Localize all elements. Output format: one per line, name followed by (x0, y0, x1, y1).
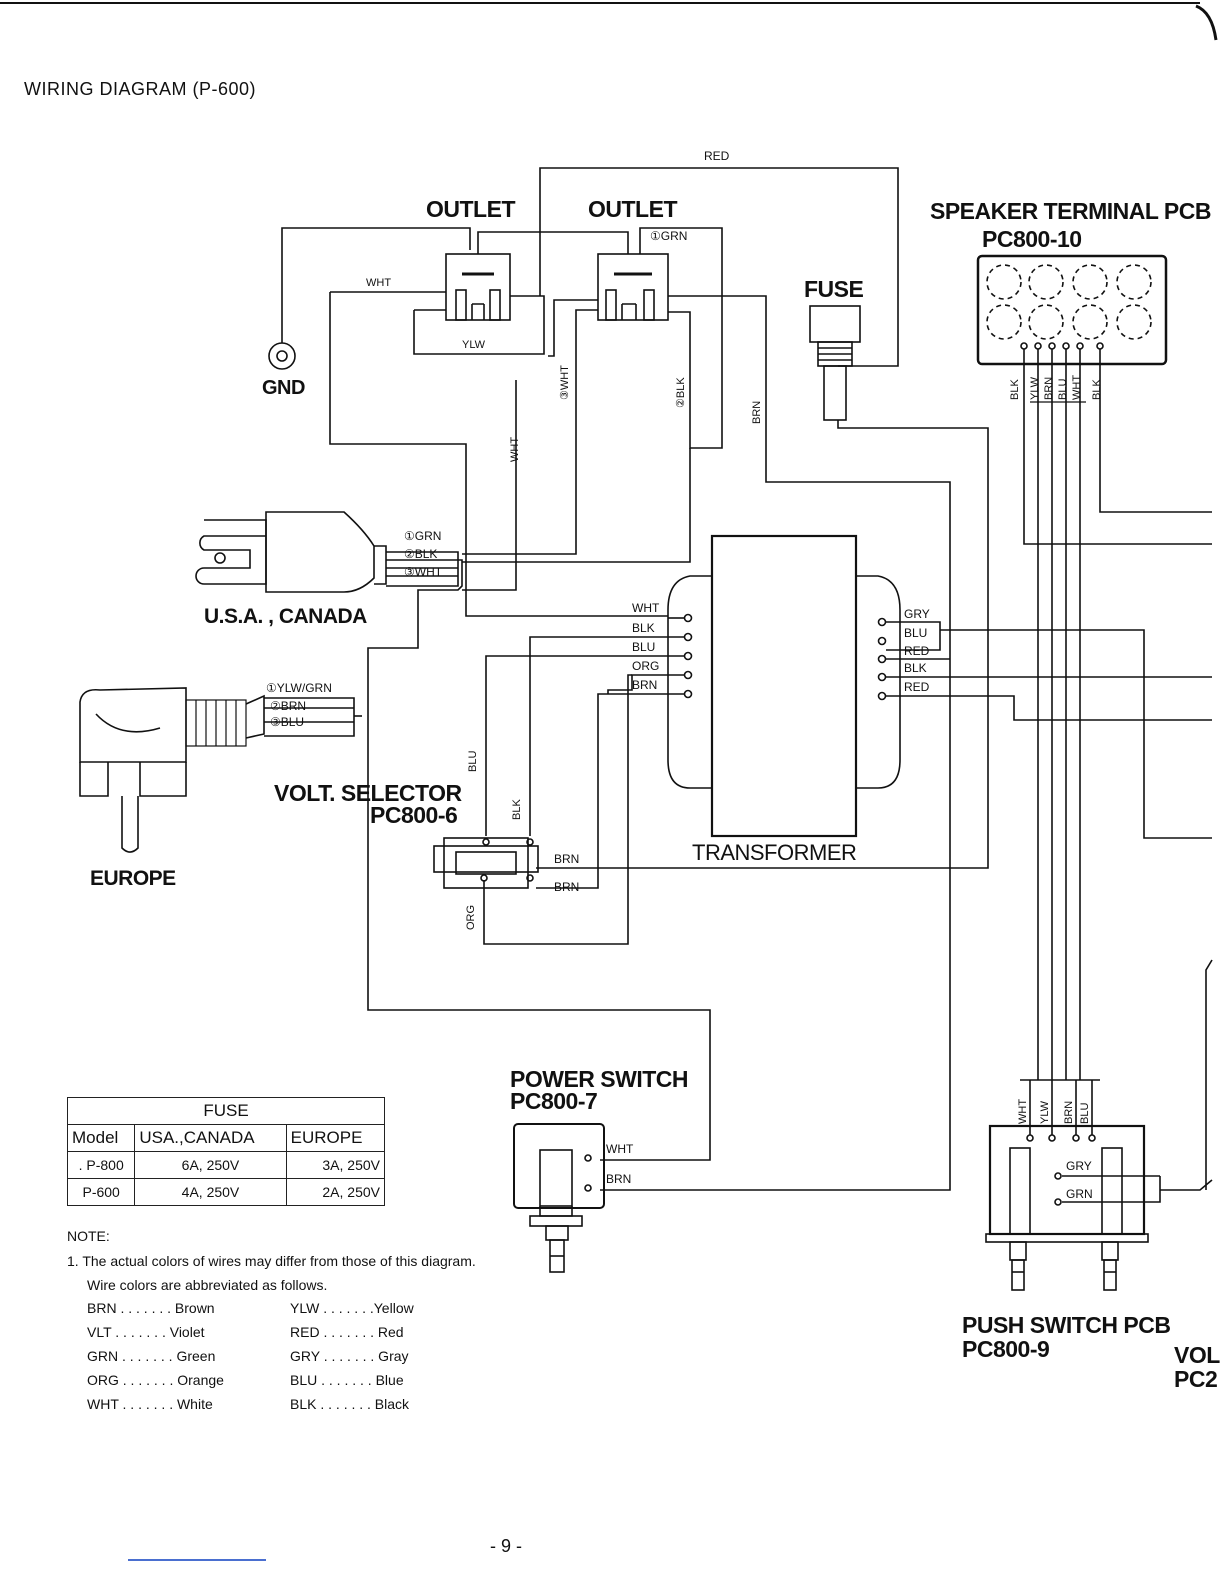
wire-label-wht3: ③WHT (559, 365, 571, 400)
wire-label-sp-blk1: BLK (1009, 379, 1021, 400)
wire-label-ps-brn: BRN (606, 1172, 632, 1186)
wire-label-vs-blk: BLK (511, 799, 523, 820)
power-switch-label: POWER SWITCH (510, 1066, 689, 1092)
wire-label-ts-gry: GRY (904, 607, 930, 621)
abbr-item: RED . . . . . . . Red (290, 1324, 404, 1340)
wire-label-tp-org: ORG (632, 659, 660, 673)
speaker-terminal-label: SPEAKER TERMINAL PCB (930, 198, 1211, 224)
abbr-item: WHT . . . . . . . White (87, 1396, 213, 1412)
wire-label-push-wht: WHT (1017, 1098, 1029, 1124)
fuse-table-header: EUROPE (285, 1124, 386, 1152)
wire-label-ylw-outlet: YLW (462, 339, 486, 351)
wire-label-usa-blk: ②BLK (404, 547, 438, 561)
fuse-table-cell: 2A, 250V (285, 1178, 386, 1206)
wire-label-usa-wht: ③WHT (404, 565, 443, 579)
wire-label-ts-red1: RED (904, 644, 930, 658)
pc-cut-label: PC2 (1174, 1366, 1218, 1392)
volt-selector-label: VOLT. SELECTOR (274, 780, 462, 806)
fuse-table-header: USA.,CANADA (134, 1124, 287, 1152)
wire-label-tp-wht: WHT (632, 601, 660, 615)
abbr-item: BLU . . . . . . . Blue (290, 1372, 404, 1388)
wire-label-sp-ylw: YLW (1029, 376, 1041, 400)
fuse-table-title: FUSE (67, 1097, 385, 1125)
power-switch-code: PC800-7 (510, 1088, 598, 1114)
wire-label-sp-wht: WHT (1071, 374, 1083, 400)
abbr-item: GRN . . . . . . . Green (87, 1348, 216, 1364)
fuse-table-cell: 6A, 250V (134, 1151, 287, 1179)
transformer-label: TRANSFORMER (692, 840, 857, 865)
abbr-item: GRY . . . . . . . Gray (290, 1348, 409, 1364)
wire-label-vs-brn2: BRN (554, 880, 580, 894)
wire-label-eu-blu: ③BLU (270, 715, 305, 729)
wire-label-ps-wht: WHT (606, 1142, 634, 1156)
wire-label-push-grn: GRN (1066, 1187, 1093, 1201)
fuse-table-cell: P-600 (66, 1178, 136, 1206)
speaker-terminal-code: PC800-10 (982, 226, 1082, 252)
wire-label-push-gry: GRY (1066, 1159, 1092, 1173)
note-line-1: 1. The actual colors of wires may differ… (67, 1253, 476, 1269)
wire-label-tp-blk: BLK (632, 621, 655, 635)
wire-label-tp-brn: BRN (632, 678, 658, 692)
note-line-2: Wire colors are abbreviated as follows. (87, 1277, 328, 1293)
fuse-table: FUSE Model USA.,CANADA EUROPE . P-800 6A… (66, 1097, 386, 1206)
abbr-item: YLW . . . . . . .Yellow (290, 1300, 414, 1316)
fuse-table-cell: 4A, 250V (134, 1178, 287, 1206)
wire-label-push-blu: BLU (1079, 1102, 1091, 1124)
wire-label-sp-blk2: BLK (1091, 379, 1103, 400)
push-switch-label: PUSH SWITCH PCB (962, 1312, 1171, 1338)
outlet-2-label: OUTLET (588, 196, 678, 222)
wire-label-ts-blu: BLU (904, 626, 928, 640)
abbr-item: VLT . . . . . . . Violet (87, 1324, 205, 1340)
page-title: WIRING DIAGRAM (P-600) (24, 79, 257, 99)
wire-label-vs-org: ORG (465, 904, 477, 930)
europe-label: EUROPE (90, 867, 176, 890)
wire-label-blk2: ②BLK (675, 377, 687, 408)
outlet-1-label: OUTLET (426, 196, 516, 222)
fuse-table-cell: 3A, 250V (285, 1151, 386, 1179)
wire-label-grn-outlet2: ①GRN (650, 229, 688, 243)
wire-label-red-top: RED (704, 149, 730, 163)
push-switch-code: PC800-9 (962, 1336, 1050, 1362)
fuse-table-header: Model (66, 1124, 136, 1152)
page-number: - 9 - (490, 1536, 523, 1556)
wire-label-brn-vert: BRN (751, 400, 763, 424)
note-heading: NOTE: (67, 1228, 110, 1244)
wire-label-wht-vert: WHT (509, 436, 521, 462)
wire-label-usa-grn: ①GRN (404, 529, 442, 543)
wire-label-eu-brn: ②BRN (270, 699, 307, 713)
wire-label-vs-brn1: BRN (554, 852, 580, 866)
abbr-item: ORG . . . . . . . Orange (87, 1372, 224, 1388)
wire-label-push-ylw: YLW (1039, 1100, 1051, 1124)
wire-label-eu-ylwgrn: ①YLW/GRN (266, 681, 332, 695)
abbr-item: BRN . . . . . . . Brown (87, 1300, 215, 1316)
fuse-label: FUSE (804, 276, 864, 302)
wire-label-vs-blu: BLU (467, 750, 479, 772)
wire-label-sp-brn: BRN (1043, 376, 1055, 400)
wire-label-ts-blk: BLK (904, 661, 927, 675)
abbr-item: BLK . . . . . . . Black (290, 1396, 410, 1412)
wire-label-wht-outlet: WHT (366, 277, 392, 289)
usa-canada-label: U.S.A. , CANADA (204, 605, 367, 628)
fuse-table-cell: . P-800 (66, 1151, 136, 1179)
wire-label-tp-blu: BLU (632, 640, 656, 654)
vol-cut-label: VOL (1174, 1342, 1220, 1368)
volt-selector-code: PC800-6 (370, 802, 458, 828)
gnd-label: GND (262, 377, 305, 399)
wire-label-sp-blu: BLU (1057, 378, 1069, 400)
wire-label-push-brn: BRN (1063, 1100, 1075, 1124)
wire-label-ts-red2: RED (904, 680, 930, 694)
